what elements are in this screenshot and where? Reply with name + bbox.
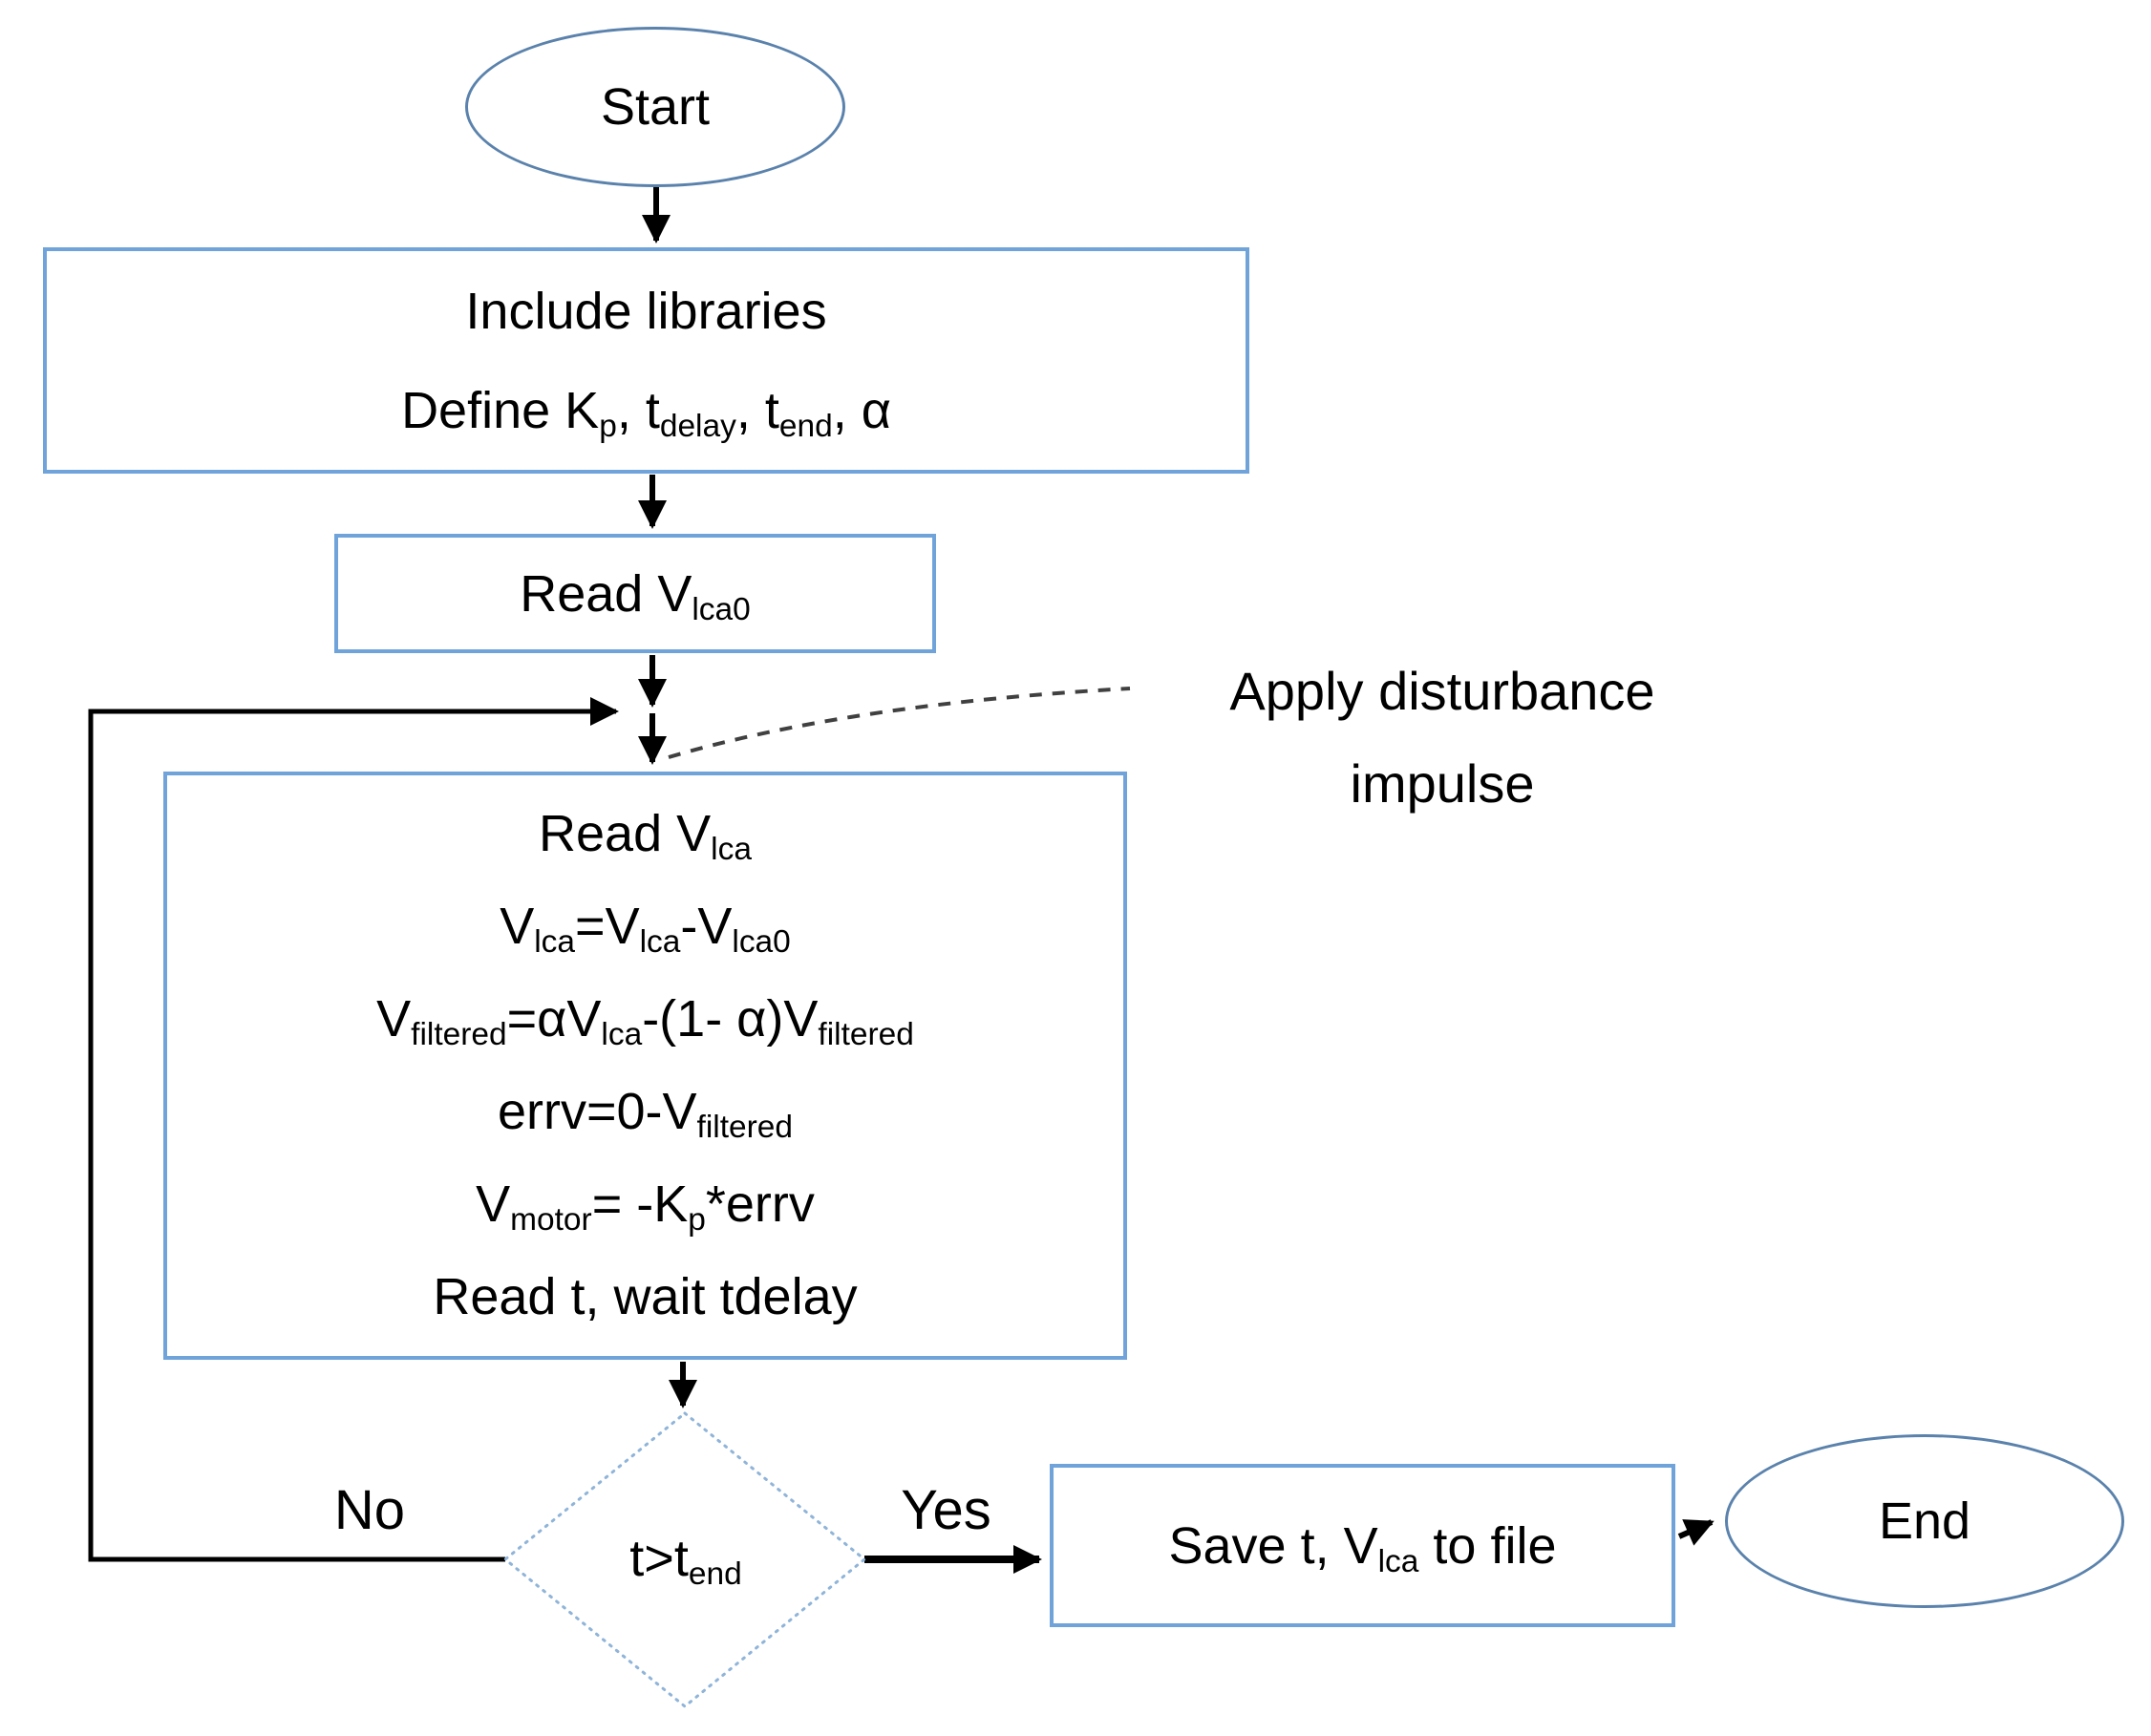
read-vlca0-box: Read Vlca0 xyxy=(334,534,936,653)
init-line-1: Include libraries xyxy=(465,282,827,340)
annotation-line-1: Apply disturbance xyxy=(1229,661,1655,721)
no-feedback-line xyxy=(88,697,619,1562)
end-terminator: End xyxy=(1725,1434,2124,1608)
yes-edge-label: Yes xyxy=(901,1479,991,1541)
read-vlca0-label: Read Vlca0 xyxy=(520,564,751,627)
init-line-2: Define Kp, tdelay, tend, α xyxy=(401,381,891,444)
loop-line-6: Read t, wait tdelay xyxy=(433,1268,858,1325)
loop-line-2: Vlca=Vlca-Vlca0 xyxy=(500,898,791,961)
loop-line-1: Read Vlca xyxy=(539,805,752,868)
start-terminator: Start xyxy=(465,27,845,187)
start-label: Start xyxy=(600,78,711,136)
save-box: Save t, Vlca to file xyxy=(1050,1464,1675,1627)
annotation-dashed-connector xyxy=(668,687,1131,759)
decision-label: t>tend xyxy=(629,1530,742,1593)
annotation-apply-disturbance: Apply disturbance impulse xyxy=(1108,645,1777,830)
save-label: Save t, Vlca to file xyxy=(1168,1516,1557,1579)
no-edge-label: No xyxy=(333,1479,406,1541)
loop-line-3: Vfiltered=αVlca-(1- α)Vfiltered xyxy=(376,990,914,1053)
arrow-save-to-end xyxy=(1677,1519,1714,1546)
loop-line-5: Vmotor= -Kp*errv xyxy=(476,1175,815,1238)
end-label: End xyxy=(1878,1493,1971,1550)
init-process-box: Include libraries Define Kp, tdelay, ten… xyxy=(43,247,1249,474)
decision-diamond xyxy=(502,1411,867,1708)
loop-line-4: errv=0-Vfiltered xyxy=(497,1083,794,1146)
annotation-line-2: impulse xyxy=(1350,753,1535,814)
loop-body-box: Read Vlca Vlca=Vlca-Vlca0 Vfiltered=αVlc… xyxy=(163,772,1127,1360)
